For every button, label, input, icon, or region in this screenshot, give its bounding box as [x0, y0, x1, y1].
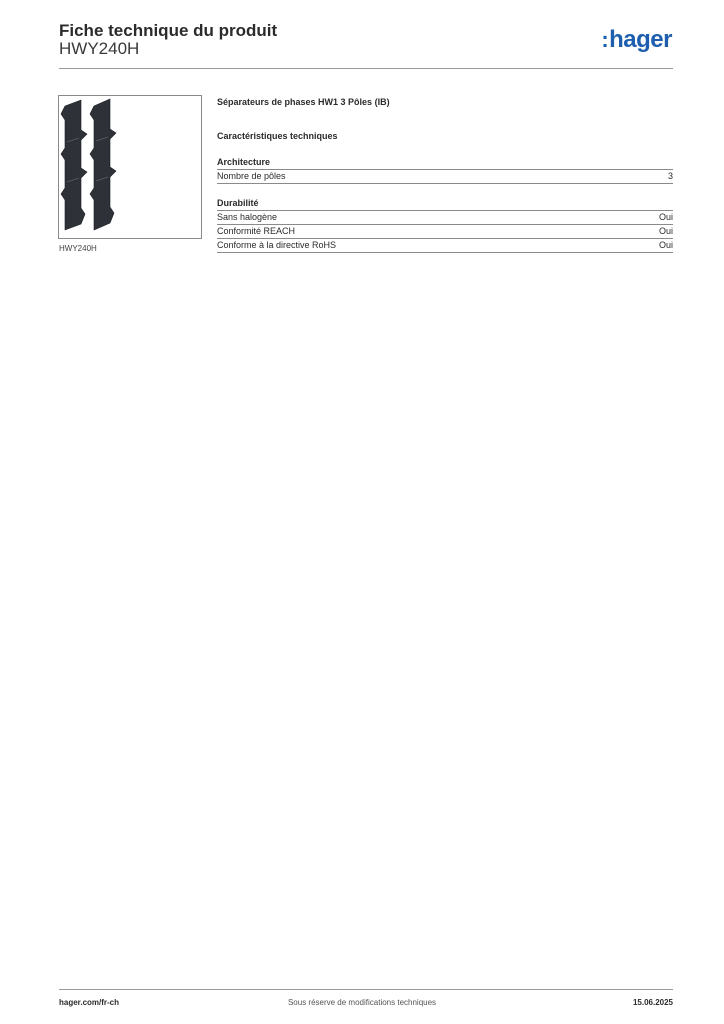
spec-row: Sans halogène Oui	[217, 211, 673, 225]
footer-divider	[59, 989, 673, 990]
spec-section: Séparateurs de phases HW1 3 Pôles (IB) C…	[217, 96, 673, 253]
spec-value: Oui	[658, 226, 673, 236]
page-title: Fiche technique du produit	[59, 21, 278, 40]
product-image	[58, 95, 202, 239]
spec-label: Nombre de pôles	[217, 171, 286, 181]
header-divider	[59, 68, 673, 69]
section-heading: Caractéristiques techniques	[217, 131, 338, 141]
group-heading-durability: Durabilité	[217, 197, 673, 211]
group-heading-architecture: Architecture	[217, 156, 673, 170]
spec-row: Conformité REACH Oui	[217, 225, 673, 239]
image-caption: HWY240H	[59, 244, 97, 253]
spec-label: Conforme à la directive RoHS	[217, 240, 337, 250]
brand-logo: :hager	[601, 26, 672, 54]
spec-label: Sans halogène	[217, 212, 278, 222]
product-name: Séparateurs de phases HW1 3 Pôles (IB)	[217, 97, 390, 107]
spec-row: Nombre de pôles 3	[217, 170, 673, 184]
spec-value: Oui	[658, 240, 673, 250]
spec-row: Conforme à la directive RoHS Oui	[217, 239, 673, 253]
footer-note: Sous réserve de modifications techniques	[287, 998, 437, 1007]
brand-name: hager	[609, 26, 672, 53]
product-code: HWY240H	[59, 39, 140, 58]
spec-label: Conformité REACH	[217, 226, 296, 236]
logo-dots-icon: :	[601, 27, 609, 52]
spec-value: Oui	[658, 212, 673, 222]
phase-separator-illustration	[60, 98, 117, 231]
footer-website-link[interactable]: hager.com/fr-ch	[59, 998, 120, 1007]
spec-value: 3	[667, 171, 673, 181]
footer-date: 15.06.2025	[632, 998, 673, 1007]
